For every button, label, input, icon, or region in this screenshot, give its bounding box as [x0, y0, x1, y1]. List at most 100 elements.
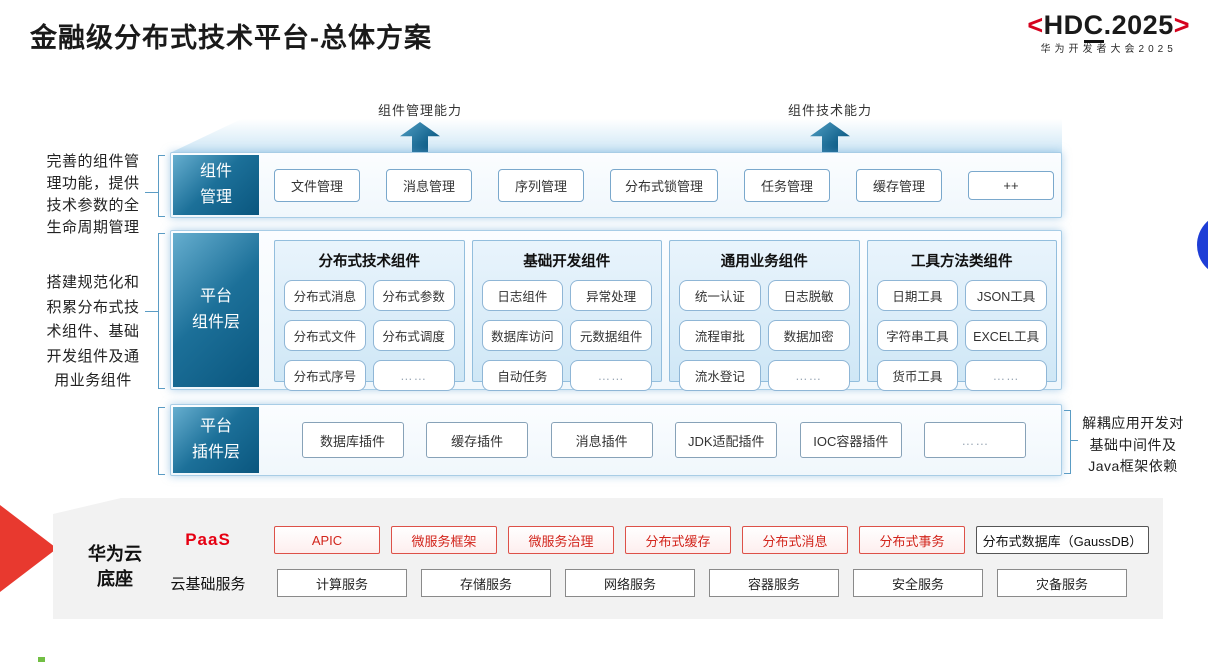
group-item: 字符串工具	[876, 320, 959, 351]
group-item: ……	[965, 360, 1047, 391]
group-item: 日志组件	[481, 280, 564, 311]
note-component-management: 完善的组件管 理功能，提供 技术参数的全 生命周期管理	[46, 153, 140, 236]
note-component-building: 搭建规范化和 积累分布式技 术组件、基础 开发组件及通 用业务组件	[46, 274, 140, 389]
group-item: 货币工具	[876, 360, 959, 391]
foundation-label: 华为云 底座	[88, 544, 142, 589]
paas-item: 分布式缓存	[625, 526, 731, 554]
paas-item: 分布式消息	[742, 526, 848, 554]
red-arrow-icon	[0, 505, 57, 592]
layer-label-platform-components: 平台 组件层	[173, 233, 259, 387]
group-title: 分布式技术组件	[318, 254, 421, 270]
plugin-item: ……	[924, 422, 1027, 458]
plugin-item: 消息插件	[550, 422, 653, 458]
group-item: ……	[570, 360, 652, 391]
blue-circle-decoration	[1197, 213, 1208, 277]
capability-arrow-label: 组件管理能力	[377, 103, 462, 118]
group-item: 分布式参数	[372, 280, 455, 311]
component-item: 任务管理	[744, 168, 830, 202]
plugin-items: 数据库插件缓存插件消息插件 JDK适配插件 IOC容器插件 ……	[267, 405, 1061, 475]
iaas-item: 容器服务	[709, 569, 839, 597]
component-item: 序列管理	[497, 168, 584, 202]
iaas-item: 安全服务	[853, 569, 983, 597]
group-title: 通用业务组件	[720, 254, 808, 270]
group-item: 日志脱敏	[767, 280, 850, 311]
group-item: 日期工具	[876, 280, 959, 311]
capability-arrow-label: 组件技术能力	[787, 103, 872, 118]
iaas-item: 存储服务	[421, 569, 551, 597]
layer-label-component-management: 组件 管理	[173, 155, 259, 215]
capability-arrow-management: 组件管理能力	[340, 100, 500, 156]
group-common-business: 通用业务组件 统一认证日志脱敏流程审批数据加密流水登记……	[669, 240, 860, 391]
plugin-item: 数据库插件	[301, 422, 404, 458]
note-decoupling: 解耦应用开发对 基础中间件及 Java框架依赖	[1082, 415, 1184, 474]
logo-right-bracket: >	[1173, 10, 1190, 40]
iaas-row: 云基础服务 计算服务存储服务网络服务容器服务安全服务灾备服务	[153, 569, 1149, 597]
up-arrow-icon	[810, 122, 850, 156]
up-arrow-icon	[400, 122, 440, 156]
plugin-item: 缓存插件	[426, 422, 529, 458]
group-item: JSON工具	[965, 280, 1047, 311]
group-title: 工具方法类组件	[911, 254, 1013, 270]
group-item: 分布式消息	[284, 280, 366, 311]
component-item: 文件管理	[273, 168, 360, 202]
group-item: EXCEL工具	[965, 320, 1047, 351]
paas-item: 微服务框架	[391, 526, 497, 554]
group-item: ……	[767, 360, 850, 391]
layer-component-management: 组件 管理 文件管理消息管理序列管理分布式锁管理任务管理缓存管理 ++	[170, 152, 1062, 218]
group-item: 分布式序号	[284, 360, 366, 391]
group-title: 基础开发组件	[523, 254, 611, 270]
group-item: 分布式调度	[372, 320, 455, 351]
group-item: 元数据组件	[570, 320, 652, 351]
page-title: 金融级分布式技术平台-总体方案	[30, 23, 432, 53]
hdc-logo-text: <HDC.2025>	[1027, 10, 1190, 43]
bracket-left-row2	[158, 233, 165, 389]
capability-arrow-technical: 组件技术能力	[750, 100, 910, 156]
component-groups: 分布式技术组件 分布式消息分布式参数分布式文件分布式调度分布式序号…… 基础开发…	[267, 231, 1061, 391]
connector-dash	[145, 192, 158, 193]
paas-item: 微服务治理	[508, 526, 614, 554]
component-management-items: 文件管理消息管理序列管理分布式锁管理任务管理缓存管理 ++	[267, 153, 1061, 217]
plugin-item: JDK适配插件	[675, 422, 778, 458]
green-dot-decoration	[38, 657, 45, 662]
connector-dash	[1071, 440, 1078, 441]
iaas-label: 云基础服务	[170, 575, 246, 593]
group-item: 统一认证	[679, 280, 761, 311]
component-item: 缓存管理	[856, 168, 942, 202]
paas-label: PaaS	[185, 530, 231, 549]
plugin-item: IOC容器插件	[799, 422, 902, 458]
iaas-items: 计算服务存储服务网络服务容器服务安全服务灾备服务	[277, 569, 1127, 597]
group-item: 数据库访问	[481, 320, 564, 351]
logo-left-bracket: <	[1027, 10, 1044, 40]
group-item: 流水登记	[679, 360, 761, 391]
paas-item: 分布式事务	[859, 526, 965, 554]
hdc-2025-logo: <HDC.2025> 华为开发者大会2025	[1027, 12, 1190, 55]
logo-subtitle: 华为开发者大会2025	[1040, 44, 1177, 55]
layer-platform-plugins: 平台 插件层 数据库插件缓存插件消息插件 JDK适配插件 IOC容器插件 ……	[170, 404, 1062, 476]
iaas-item: 计算服务	[277, 569, 407, 597]
group-item: ……	[372, 360, 455, 391]
group-item: 流程审批	[679, 320, 761, 351]
group-distributed-tech: 分布式技术组件 分布式消息分布式参数分布式文件分布式调度分布式序号……	[274, 240, 465, 391]
platform-top-band	[170, 119, 1062, 153]
group-item: 自动任务	[481, 360, 564, 391]
group-item: 数据加密	[767, 320, 850, 351]
component-item: 消息管理	[385, 168, 472, 202]
connector-dash	[145, 311, 158, 312]
bracket-left-row3	[158, 407, 165, 475]
group-item: 分布式文件	[284, 320, 366, 351]
iaas-item: 网络服务	[565, 569, 695, 597]
iaas-item: 灾备服务	[997, 569, 1127, 597]
component-item: ++	[968, 170, 1054, 200]
paas-item-gaussdb: 分布式数据库（GaussDB）	[976, 526, 1149, 554]
layer-platform-components: 平台 组件层 分布式技术组件 分布式消息分布式参数分布式文件分布式调度分布式序号…	[170, 230, 1062, 391]
layer-label-platform-plugins: 平台 插件层	[173, 407, 259, 473]
bracket-left-row1	[158, 155, 165, 217]
group-basic-dev: 基础开发组件 日志组件异常处理数据库访问元数据组件自动任务……	[471, 240, 662, 391]
component-item: 分布式锁管理	[609, 168, 718, 202]
group-item: 异常处理	[570, 280, 652, 311]
